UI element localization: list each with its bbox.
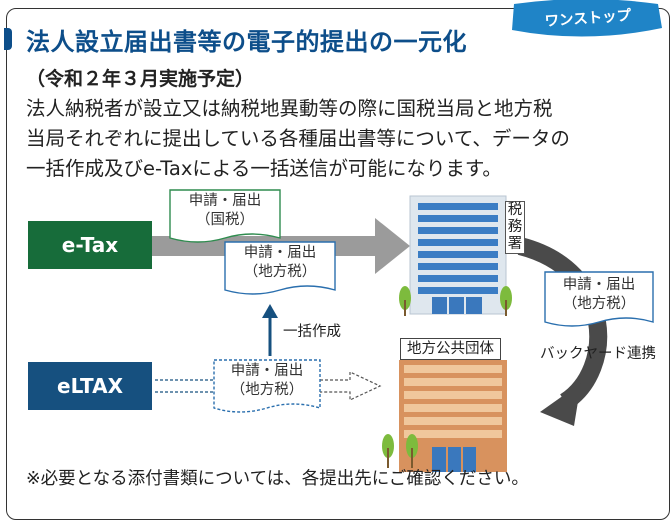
eltax-box: eLTAX <box>28 362 152 410</box>
etax-label: e-Tax <box>61 233 119 257</box>
tag-line: （地方税） <box>562 296 636 312</box>
body-line: 法人納税者が設立又は納税地異動等の際に国税当局と地方税 <box>26 97 553 120</box>
title-bullet <box>4 28 12 50</box>
tag-line: 申請・届出 <box>230 363 304 379</box>
subtitle: （令和２年３月実施予定） <box>26 68 255 90</box>
tree-icon <box>382 434 394 468</box>
local-gov-label: 地方公共団体 <box>400 338 501 360</box>
tag-local-dotted-shape <box>213 359 321 413</box>
tag-local-right-shape <box>544 271 654 327</box>
tag-national: 申請・届出 （国税） <box>170 192 280 230</box>
one-stop-badge: ワンストップ <box>512 0 662 37</box>
one-stop-badge-label: ワンストップ <box>544 7 632 30</box>
body-line: 当局それぞれに提出している各種届出書等について、データの <box>26 127 570 150</box>
tag-local-dotted: 申請・届出 （地方税） <box>214 362 320 400</box>
tag-line: 申請・届出 <box>243 245 317 261</box>
footnote: ※必要となる添付書類については、各提出先にご確認ください。 <box>26 469 529 489</box>
page-title: 法人設立届出書等の電子的提出の一元化 <box>26 28 467 56</box>
local-flow-arrow <box>155 371 382 401</box>
tax-office-building <box>409 195 507 315</box>
tag-line: （地方税） <box>230 382 304 398</box>
tree-icon <box>406 434 418 468</box>
tree-icon <box>500 286 512 316</box>
tag-line: （国税） <box>196 212 254 228</box>
body-line: 一括作成及びe-Taxによる一括送信が可能になります。 <box>26 157 502 180</box>
eltax-label: eLTAX <box>57 374 123 398</box>
tag-national-shape <box>169 189 281 243</box>
flow-diagram <box>150 189 654 472</box>
tag-local-right: 申請・届出 （地方税） <box>545 276 653 314</box>
etax-box: e-Tax <box>28 221 152 269</box>
bulk-create-arrow <box>262 304 278 356</box>
backyard-label: バックヤード連携 <box>540 346 656 362</box>
tree-icon <box>399 286 411 316</box>
tag-local-top-shape <box>224 241 336 295</box>
body-text: 法人納税者が設立又は納税地異動等の際に国税当局と地方税 当局それぞれに提出してい… <box>26 94 666 184</box>
tag-line: 申請・届出 <box>188 193 262 209</box>
local-gov-building <box>399 360 507 472</box>
bulk-create-label: 一括作成 <box>283 324 341 340</box>
tag-local-top: 申請・届出 （地方税） <box>225 244 335 282</box>
tax-office-label: 税務署 <box>505 201 525 254</box>
tag-line: 申請・届出 <box>562 277 636 293</box>
tag-line: （地方税） <box>243 264 317 280</box>
